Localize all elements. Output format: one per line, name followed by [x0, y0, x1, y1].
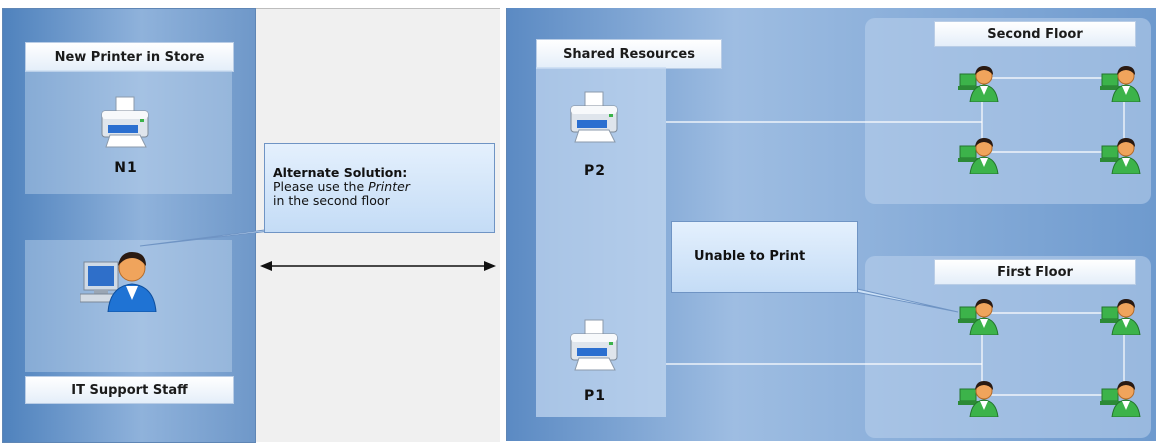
callout-line-1: Please use the Printer: [273, 180, 486, 194]
user-icon: [1100, 64, 1146, 103]
printer-label-n1: N1: [114, 160, 138, 176]
support-staff-icon: [79, 244, 160, 313]
callout-line-1-emphasis: Printer: [368, 179, 410, 194]
callout-title: Alternate Solution:: [273, 165, 408, 180]
first-floor-box: [865, 256, 1151, 438]
new-printer-tab: New Printer in Store: [25, 42, 234, 72]
alternate-solution-callout: Alternate Solution: Please use the Print…: [264, 143, 495, 233]
first-floor-tab: First Floor: [934, 259, 1136, 285]
printer-icon: [96, 95, 156, 151]
it-support-tab: IT Support Staff: [25, 376, 234, 404]
double-arrow-icon: [260, 261, 496, 271]
user-icon: [1100, 379, 1146, 418]
user-icon: [1100, 136, 1146, 175]
shared-resources-tab: Shared Resources: [536, 39, 722, 69]
printer-icon: [565, 318, 625, 374]
user-icon: [958, 136, 1004, 175]
user-icon: [958, 64, 1004, 103]
user-icon: [958, 297, 1004, 336]
printer-label-p2: P2: [583, 163, 606, 179]
second-floor-box: [865, 18, 1151, 204]
second-floor-tab: Second Floor: [934, 21, 1136, 47]
callout-line-2: in the second floor: [273, 193, 390, 208]
unable-to-print-callout: Unable to Print: [671, 221, 858, 293]
left-panel: [2, 8, 256, 443]
printer-label-p1: P1: [583, 388, 606, 404]
user-icon: [958, 379, 1004, 418]
callout-line-1-prefix: Please use the: [273, 179, 369, 194]
printer-icon: [565, 90, 625, 146]
user-icon: [1100, 297, 1146, 336]
